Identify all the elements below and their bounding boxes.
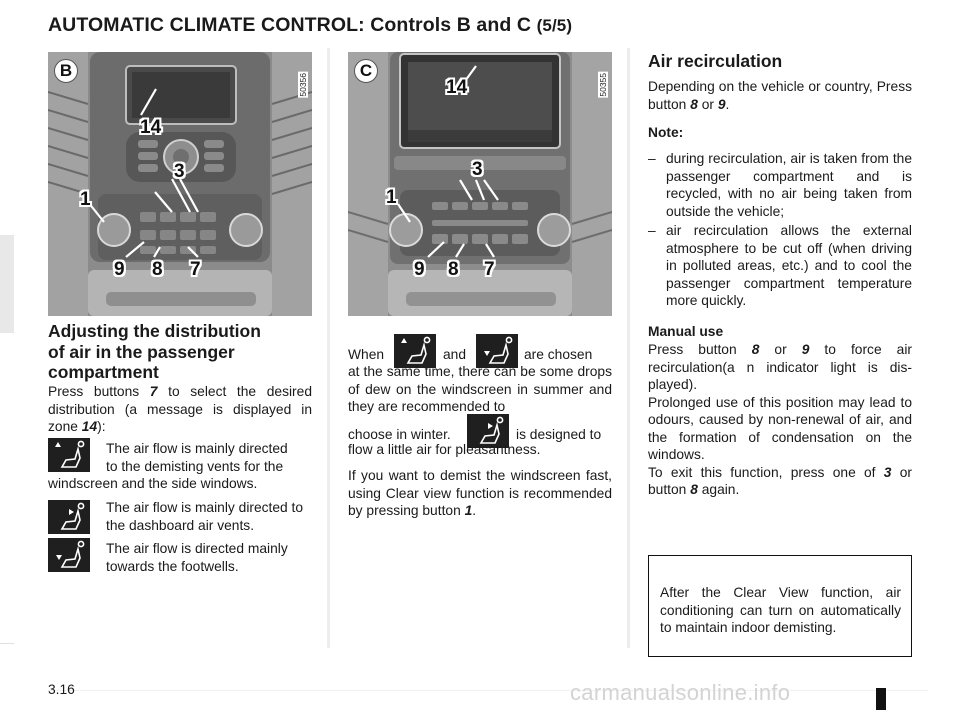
console-b-drawing — [48, 52, 312, 316]
console-photo-b: 50356 B 14 3 1 9 8 7 — [48, 52, 312, 316]
pleasantness-text: flow a little air for pleasantness. — [348, 442, 541, 457]
console-c-drawing — [348, 52, 612, 316]
recirculation-heading: Air recirculation — [648, 51, 783, 71]
recirculation-or: or — [697, 96, 718, 112]
distribution-heading: Adjusting the distribution of air in the… — [48, 321, 318, 383]
seat-airflow-windscreen-icon — [394, 334, 436, 368]
mode-windscreen-line3: windscreen and the side windows. — [48, 476, 258, 491]
manual-or: or — [759, 342, 802, 357]
info-box-text: After the Clear View function, air condi… — [660, 585, 901, 635]
callout-14-b: 14 — [140, 117, 162, 138]
seat-airflow-footwell-icon — [476, 334, 518, 368]
footer-rule — [48, 690, 928, 691]
clear-view-paragraph: If you want to demist the windscreen fas… — [348, 467, 612, 520]
seat-airflow-dashboard-icon — [48, 500, 90, 534]
seat-airflow-windscreen-icon — [48, 438, 90, 472]
chapter-tab — [0, 235, 14, 333]
distribution-intro-zone: 14 — [81, 419, 98, 434]
seat-airflow-dashboard-icon — [467, 414, 509, 448]
callout-9-c: 9 — [414, 259, 425, 280]
when-text: When — [348, 347, 385, 362]
callout-8-c: 8 — [448, 259, 459, 280]
clear-view-info-box: After the Clear View function, air condi… — [648, 555, 912, 657]
and-text: and — [443, 347, 467, 362]
distribution-heading-line2: of air in the passenger — [48, 341, 235, 362]
page-title: AUTOMATIC CLIMATE CONTROL: Controls B an… — [48, 14, 572, 37]
clear-view-b: . — [472, 503, 477, 518]
manual-use-text: Press button 8 or 9 to force air recircu… — [648, 341, 912, 499]
manual-btn9: 9 — [801, 342, 810, 357]
column-divider — [627, 48, 630, 648]
manual-exit-or: or button — [648, 464, 912, 498]
distribution-heading-line3: compartment — [48, 362, 159, 382]
column-divider — [327, 48, 330, 648]
manual-a: Press button — [648, 342, 752, 357]
choose-winter-text: choose in winter. — [348, 427, 451, 442]
note-item-2: – air recirculation allows the exter­nal… — [648, 222, 912, 310]
callout-9-b: 9 — [114, 259, 125, 280]
manual-exit-b: again. — [697, 482, 740, 497]
callout-8-b: 8 — [152, 259, 163, 280]
manual-exit-btn8: 8 — [690, 482, 698, 497]
callout-7-b: 7 — [190, 259, 201, 280]
distribution-intro-b: to select the desired distribution (a me… — [48, 384, 312, 434]
photo-ref-c: 50355 — [598, 72, 608, 98]
corner-mark — [876, 688, 886, 710]
note-label: Note: — [648, 125, 684, 140]
dew-paragraph: at the same time, there can be some drop… — [348, 364, 612, 414]
distribution-intro-a: Press buttons — [48, 384, 150, 399]
seat-airflow-footwell-icon — [48, 538, 90, 572]
manual-use-heading: Manual use — [648, 324, 724, 339]
photo-letter-b: B — [54, 59, 78, 83]
dash-marker: – — [648, 223, 656, 238]
callout-7-c: 7 — [484, 259, 495, 280]
callout-3-c: 3 — [472, 159, 483, 180]
designed-to-text: is designed to — [516, 427, 602, 442]
dash-marker: – — [648, 151, 656, 166]
photo-ref-b: 50356 — [298, 72, 308, 98]
distribution-intro-c: ): — [97, 419, 106, 434]
note-item-1: – during recirculation, air is taken fro… — [648, 150, 912, 220]
margin-rule — [0, 643, 14, 644]
manual-b: to force air recirculation(a n indicator… — [648, 342, 912, 392]
callout-1-c: 1 — [386, 187, 397, 208]
callout-1-b: 1 — [80, 189, 91, 210]
clear-view-button: 1 — [464, 503, 473, 518]
note-item-1-text: during recirculation, air is taken from … — [666, 151, 912, 219]
recirculation-btn9: 9 — [717, 96, 726, 112]
mode-footwell-text: The air flow is directed mainly towards … — [106, 541, 288, 574]
distribution-intro: Press buttons 7 to select the desired di… — [48, 383, 312, 436]
callout-14-c: 14 — [446, 77, 468, 98]
recirculation-intro-a: Depending on the vehicle or country, Pre… — [648, 79, 912, 112]
manual-exit-text: To exit this function, press one of 3 or… — [648, 464, 912, 499]
watermark: carmanualsonline.info — [570, 680, 791, 705]
callout-3-b: 3 — [174, 161, 185, 182]
photo-letter-c: C — [354, 59, 378, 83]
manual-btn8: 8 — [751, 342, 760, 357]
clear-view-a: If you want to demist the windscreen fas… — [348, 468, 612, 518]
manual-prolonged-text: Prolonged use of this position may lead … — [648, 394, 912, 463]
recirculation-intro: Depending on the vehicle or country, Pre… — [648, 78, 912, 113]
distribution-heading-line1: Adjusting the distribution — [48, 321, 261, 341]
mode-windscreen-line1: The air flow is mainly directed — [106, 441, 288, 456]
page-title-text: AUTOMATIC CLIMATE CONTROL: Controls B an… — [48, 14, 532, 36]
distribution-intro-button: 7 — [149, 384, 158, 399]
recirculation-btn8: 8 — [690, 96, 698, 112]
manual-force-text: Press button 8 or 9 to force air recircu… — [648, 341, 912, 394]
recirculation-end: . — [725, 96, 730, 112]
mode-windscreen-line2: to the demisting vents for the — [106, 458, 284, 474]
page-title-range: (5/5) — [536, 16, 573, 35]
manual-exit-a: To exit this function, press one of — [648, 464, 884, 480]
mode-dashboard-text: The air flow is mainly directed to the d… — [106, 500, 304, 533]
note-item-2-text: air recirculation allows the exter­nal a… — [666, 223, 912, 308]
are-chosen-text: are chosen — [524, 347, 593, 362]
mode-windscreen-text-top: The air flow is mainly directed to the d… — [106, 440, 312, 475]
console-photo-c: 50355 C 14 3 1 9 8 7 — [348, 52, 612, 316]
manual-exit-btn3: 3 — [883, 464, 892, 480]
page-number: 3.16 — [48, 682, 75, 697]
